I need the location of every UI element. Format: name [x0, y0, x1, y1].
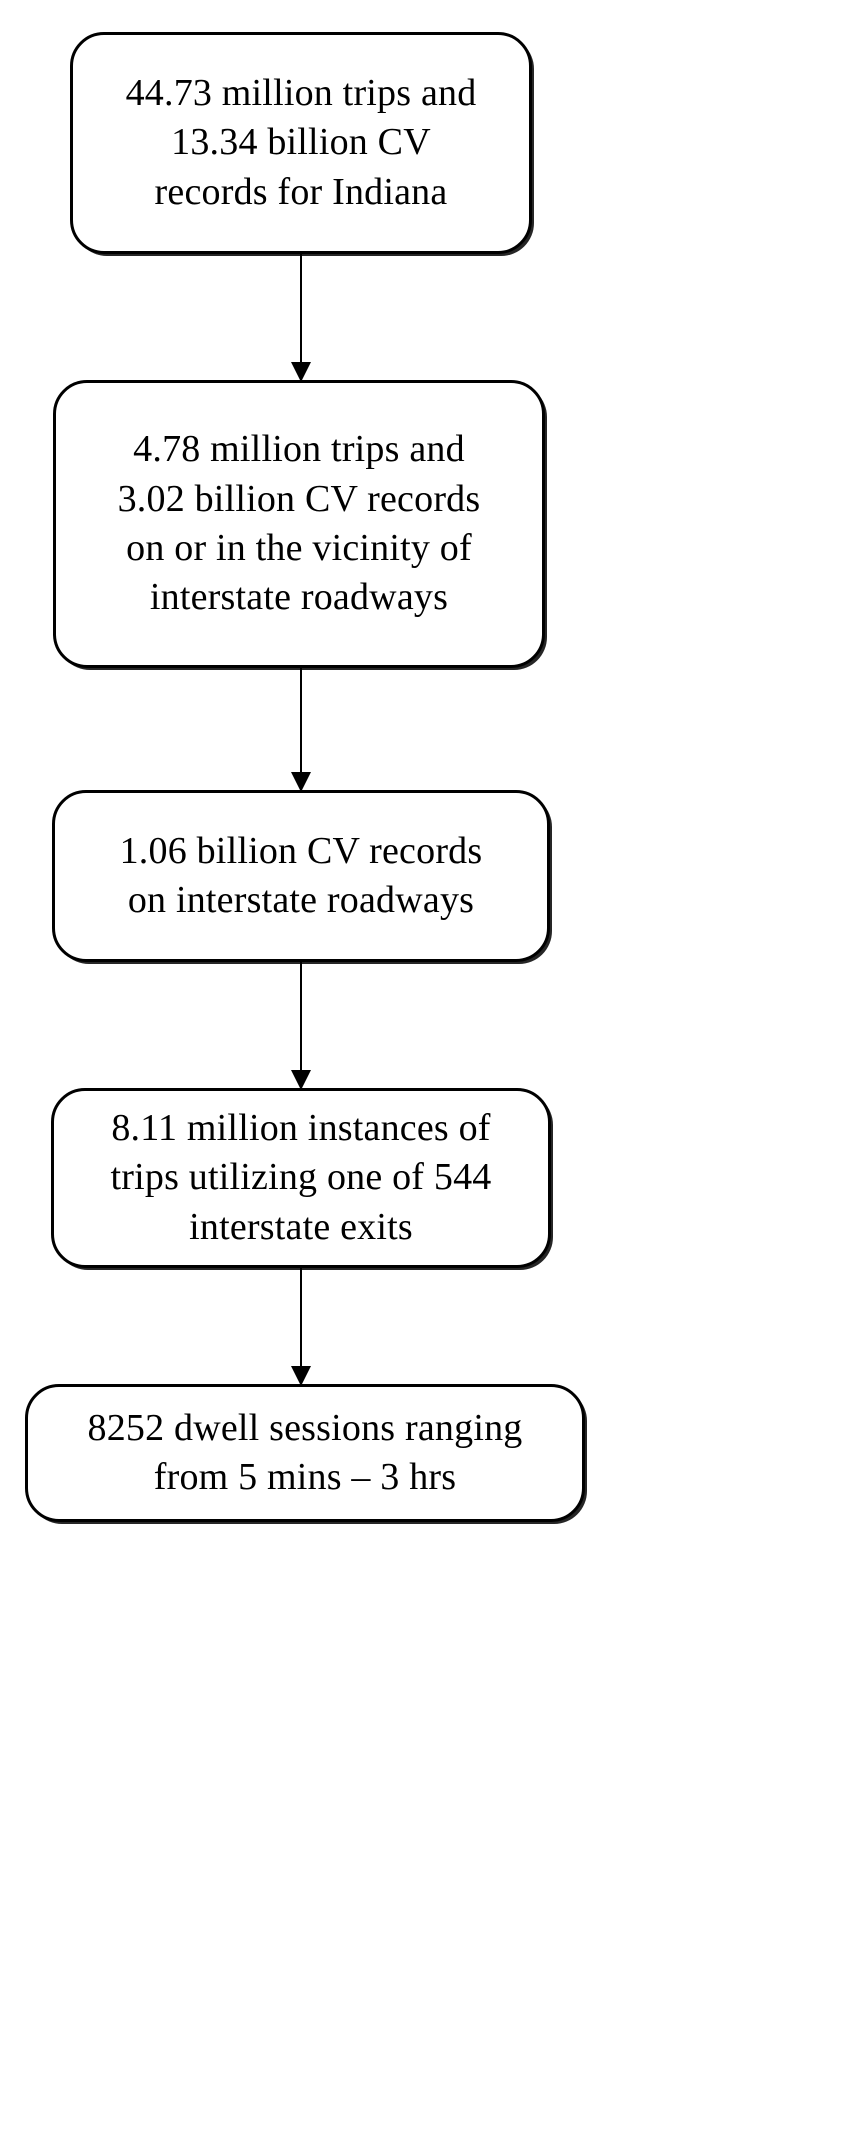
- flow-node-2-label: 4.78 million trips and 3.02 billion CV r…: [117, 428, 481, 619]
- connector-arrow-1: [289, 254, 313, 382]
- connector-stem: [300, 254, 302, 364]
- flow-node-2: 4.78 million trips and 3.02 billion CV r…: [53, 380, 545, 668]
- flow-node-5: 8252 dwell sessions ranging from 5 mins …: [25, 1384, 585, 1522]
- connector-stem: [300, 1268, 302, 1368]
- flow-node-3: 1.06 billion CV records on interstate ro…: [52, 790, 550, 962]
- arrow-head-down-icon: [291, 772, 311, 792]
- flow-node-3-label: 1.06 billion CV records on interstate ro…: [119, 829, 483, 921]
- connector-stem: [300, 962, 302, 1072]
- flow-node-5-label: 8252 dwell sessions ranging from 5 mins …: [87, 1406, 523, 1498]
- flow-node-1: 44.73 million trips and 13.34 billion CV…: [70, 32, 532, 254]
- flow-node-1-label: 44.73 million trips and 13.34 billion CV…: [125, 71, 477, 213]
- connector-arrow-3: [289, 962, 313, 1090]
- arrow-head-down-icon: [291, 362, 311, 382]
- connector-stem: [300, 668, 302, 774]
- arrow-head-down-icon: [291, 1070, 311, 1090]
- flow-node-4: 8.11 million instances of trips utilizin…: [51, 1088, 551, 1268]
- arrow-head-down-icon: [291, 1366, 311, 1386]
- flow-node-4-label: 8.11 million instances of trips utilizin…: [110, 1106, 492, 1248]
- connector-arrow-4: [289, 1268, 313, 1386]
- connector-arrow-2: [289, 668, 313, 792]
